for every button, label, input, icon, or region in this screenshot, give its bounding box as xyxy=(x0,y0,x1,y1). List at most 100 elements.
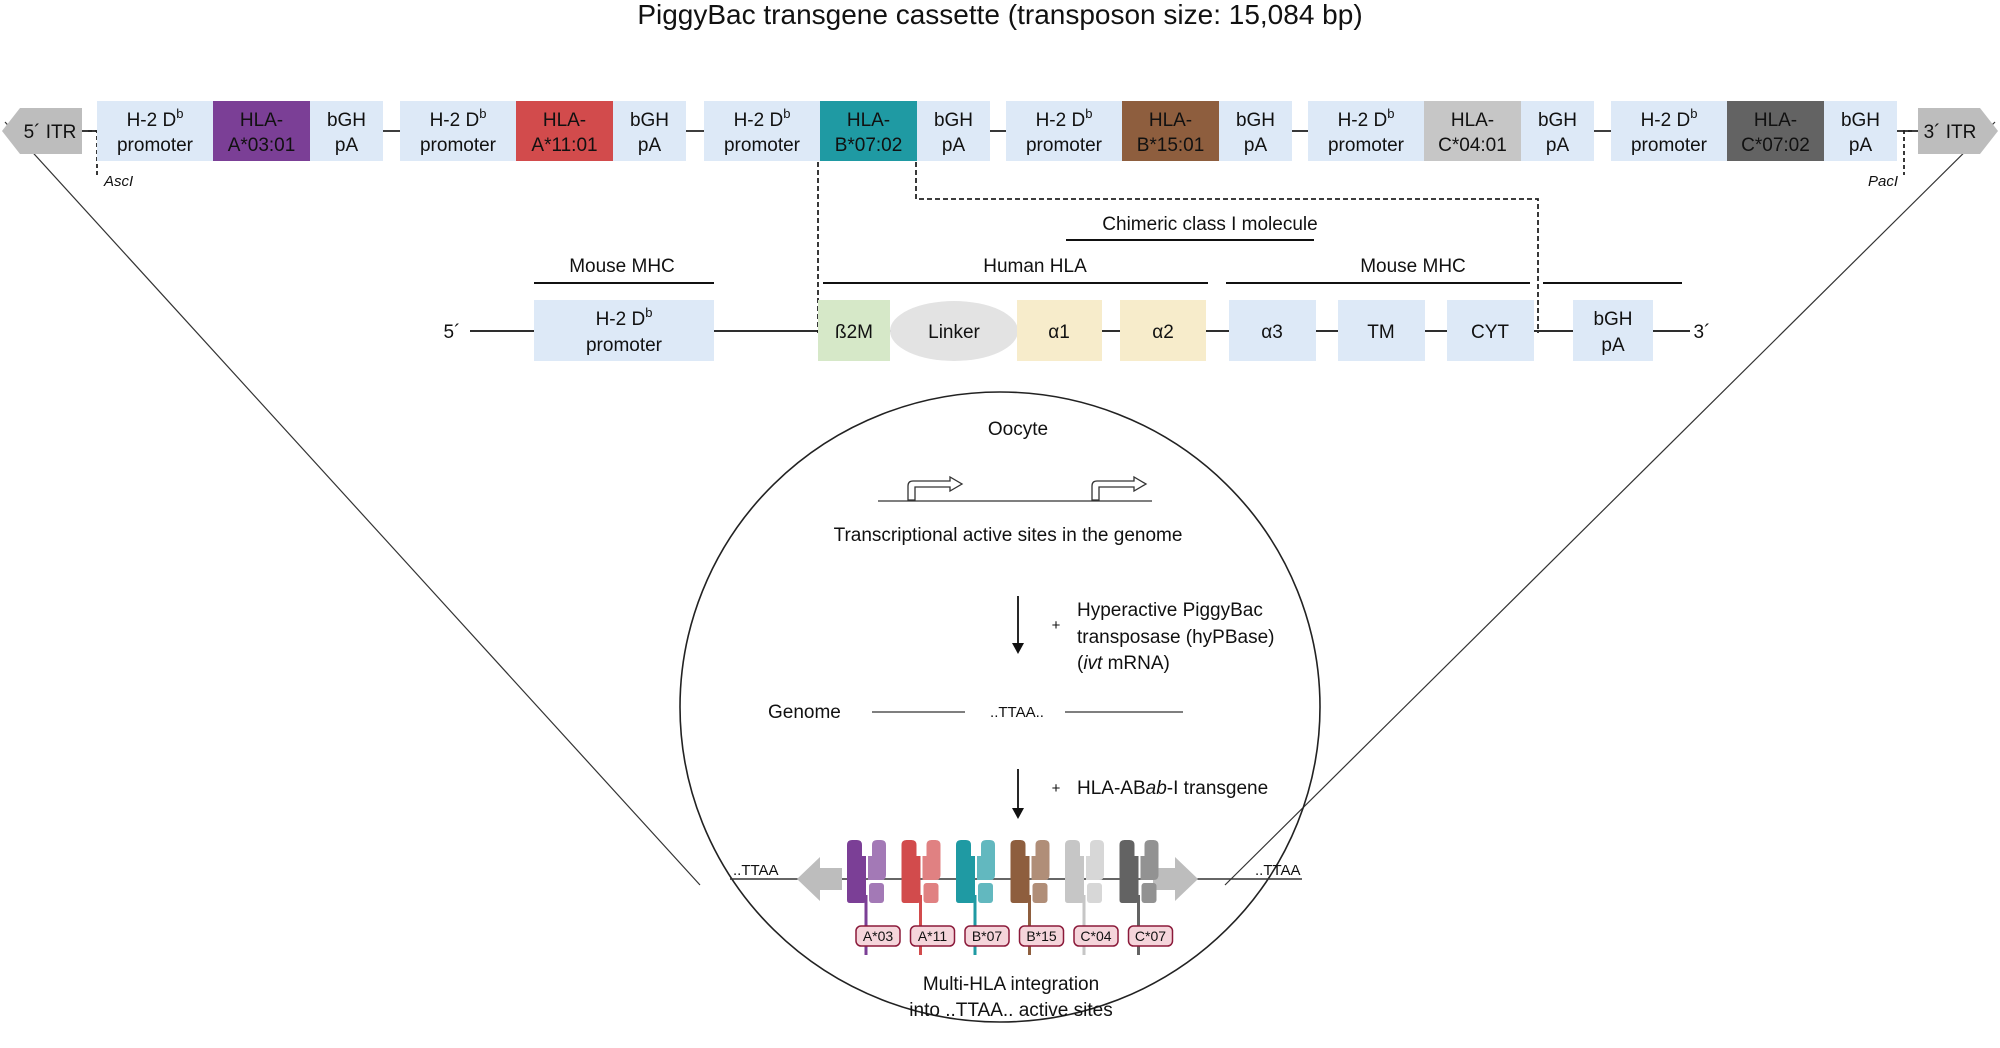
hla-allele: C*07:02 xyxy=(1741,135,1810,156)
diagram-title: PiggyBac transgene cassette (transposon … xyxy=(637,0,1362,30)
result-line2: into ..TTAA.. active sites xyxy=(909,1000,1112,1021)
hla-allele-box xyxy=(820,101,917,161)
hla-allele-box xyxy=(1122,101,1219,161)
promoter-line1: H-2 Db xyxy=(430,106,487,131)
step2-plus: + xyxy=(1052,780,1061,797)
molecule-alpha-domain xyxy=(868,840,886,880)
molecule-b2m-domain xyxy=(1087,883,1102,903)
pa-line2: pA xyxy=(1244,135,1268,156)
cyt-box xyxy=(1447,300,1534,361)
molecule-b2m-domain xyxy=(978,883,993,903)
pa-box xyxy=(1219,101,1292,161)
molecule-stem xyxy=(864,895,868,955)
itr-right-arrow xyxy=(1153,857,1198,901)
promoter-box xyxy=(1006,101,1122,161)
pa-line2: pA xyxy=(638,135,662,156)
hla-allele-box xyxy=(213,101,310,161)
molecule-b2m-domain xyxy=(1141,883,1157,903)
pa-box xyxy=(917,101,990,161)
molecule-stem xyxy=(1028,895,1031,955)
ascl-site-label: AscI xyxy=(103,173,133,190)
hla-prefix: HLA- xyxy=(1451,110,1494,131)
molecule-stem xyxy=(919,895,922,955)
hla-molecule-c07: C*07 xyxy=(1119,840,1174,955)
molecule-label: C*07 xyxy=(1135,928,1166,944)
promoter-line1: H-2 Db xyxy=(734,106,791,131)
promoter-line1: H-2 Db xyxy=(127,106,184,131)
itr-3-arrow xyxy=(1918,108,1998,154)
promoter-box xyxy=(97,101,213,161)
three-prime-label: 3´ xyxy=(1694,322,1711,343)
cyt-label: CYT xyxy=(1471,322,1509,343)
human-hla-label: Human HLA xyxy=(983,256,1087,277)
molecule-b2m-domain xyxy=(869,883,884,903)
hla-allele: A*11:01 xyxy=(531,135,597,156)
molecule-b2m-domain xyxy=(923,883,939,903)
molecule-label-box xyxy=(1127,925,1174,947)
mouse-mhc-left-label: Mouse MHC xyxy=(569,256,675,277)
molecule-label-box xyxy=(964,925,1010,947)
construct-promoter-box xyxy=(534,300,714,361)
genome-label: Genome xyxy=(768,702,841,723)
alpha1-label: α1 xyxy=(1048,322,1070,343)
hla-allele-box xyxy=(516,101,613,161)
hla-molecule-a11: A*11 xyxy=(901,840,956,955)
alpha2-label: α2 xyxy=(1152,322,1174,343)
five-prime-label: 5´ xyxy=(444,322,461,343)
genome-ttaa-site: ..TTAA.. xyxy=(990,704,1044,721)
molecule-alpha-domain xyxy=(1140,840,1159,880)
hla-prefix: HLA- xyxy=(240,110,283,131)
pa-line1: bGH xyxy=(1841,110,1880,131)
pa-box xyxy=(613,101,686,161)
zoom-line-right xyxy=(1224,121,1996,886)
molecule-alpha-domain xyxy=(1086,840,1104,880)
hla-allele: A*03:01 xyxy=(228,135,296,156)
construct-promoter-line1: H-2 Db xyxy=(596,305,653,330)
down-arrow-icon xyxy=(1012,643,1024,654)
construct-pa-box xyxy=(1573,300,1653,361)
hla-prefix: HLA- xyxy=(847,110,890,131)
pa-line1: bGH xyxy=(327,110,366,131)
itr-5-arrow xyxy=(2,108,82,154)
promoter-line2: promoter xyxy=(724,135,801,156)
molecule-label: B*15 xyxy=(1026,928,1057,944)
promoter-box xyxy=(1611,101,1727,161)
step1-line2: transposase (hyPBase) xyxy=(1077,627,1275,648)
b2m-label: ß2M xyxy=(835,322,873,343)
alpha3-label: α3 xyxy=(1261,322,1283,343)
down-arrow-icon xyxy=(1012,808,1024,819)
b2m-box xyxy=(818,300,890,361)
molecule-label: B*07 xyxy=(972,928,1003,944)
pa-line2: pA xyxy=(1849,135,1873,156)
pa-line1: bGH xyxy=(934,110,973,131)
hla-molecule-b07: B*07 xyxy=(956,840,1010,955)
molecule-heavy-chain xyxy=(956,840,975,903)
molecule-label: A*03 xyxy=(863,928,894,944)
step1-line3: (ivt mRNA) xyxy=(1077,653,1170,674)
pa-box xyxy=(1521,101,1594,161)
molecule-stem xyxy=(973,895,977,955)
alpha2-box xyxy=(1120,300,1206,361)
molecule-alpha-domain xyxy=(922,840,941,880)
hla-allele: B*07:02 xyxy=(835,135,903,156)
chimeric-construct: Chimeric class I molecule Mouse MHC Huma… xyxy=(444,214,1711,361)
itr-3-label: 3´ ITR xyxy=(1924,122,1977,143)
pa-line2: pA xyxy=(1546,135,1570,156)
hla-molecule-b15: B*15 xyxy=(1010,840,1065,955)
pa-box xyxy=(310,101,383,161)
promoter-box xyxy=(704,101,820,161)
linker-ellipse xyxy=(890,301,1018,361)
pa-line1: bGH xyxy=(630,110,669,131)
molecule-heavy-chain xyxy=(1065,840,1084,903)
construct-pa-line2: pA xyxy=(1601,335,1625,356)
construct-promoter-line2: promoter xyxy=(586,335,663,356)
integration-ttaa-left: ..TTAA xyxy=(733,862,779,879)
hla-prefix: HLA- xyxy=(543,110,586,131)
molecule-label-box xyxy=(1073,925,1119,947)
hla-molecule-a03: A*03 xyxy=(847,840,901,955)
